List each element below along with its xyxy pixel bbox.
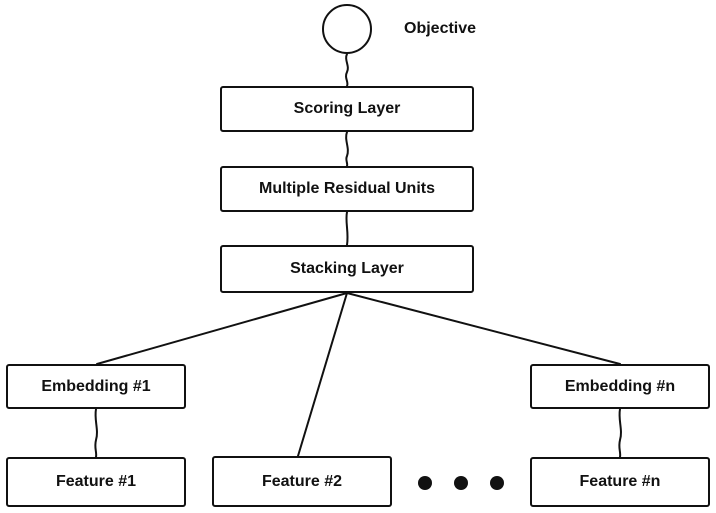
stacking-layer-label: Stacking Layer bbox=[290, 260, 404, 277]
embedding-1-label: Embedding #1 bbox=[41, 377, 151, 395]
edge-scoring-residual bbox=[345, 131, 349, 167]
ellipsis-dot-3 bbox=[490, 476, 504, 490]
scoring-layer-box: Scoring Layer bbox=[220, 86, 474, 132]
edge-embedding1-feature1 bbox=[94, 408, 98, 458]
stacking-layer-box: Stacking Layer bbox=[220, 245, 474, 293]
edge-embeddingn-featuren bbox=[618, 408, 622, 458]
scoring-layer-label: Scoring Layer bbox=[293, 100, 401, 117]
objective-label: Objective bbox=[404, 20, 477, 37]
embedding-n-box: Embedding #n bbox=[530, 364, 710, 409]
feature-1-label: Feature #1 bbox=[55, 473, 137, 490]
residual-units-box: Multiple Residual Units bbox=[220, 166, 474, 212]
feature-n-box: Feature #n bbox=[530, 457, 710, 507]
ellipsis-dot-1 bbox=[418, 476, 432, 490]
edge-residual-stacking bbox=[345, 211, 349, 246]
embedding-1-box: Embedding #1 bbox=[6, 364, 186, 409]
feature-n-label: Feature #n bbox=[579, 473, 661, 490]
edge-objective-scoring bbox=[345, 53, 349, 87]
feature-1-box: Feature #1 bbox=[6, 457, 186, 507]
edge-stacking-embeddingn bbox=[346, 292, 621, 365]
feature-2-label: Feature #2 bbox=[261, 472, 343, 490]
residual-units-label: Multiple Residual Units bbox=[258, 180, 435, 197]
feature-2-box: Feature #2 bbox=[212, 456, 392, 507]
objective-node bbox=[322, 4, 372, 54]
embedding-n-label: Embedding #n bbox=[564, 377, 676, 395]
edge-stacking-feature2 bbox=[297, 292, 348, 457]
edge-stacking-embedding1 bbox=[96, 292, 348, 365]
ellipsis-dot-2 bbox=[454, 476, 468, 490]
